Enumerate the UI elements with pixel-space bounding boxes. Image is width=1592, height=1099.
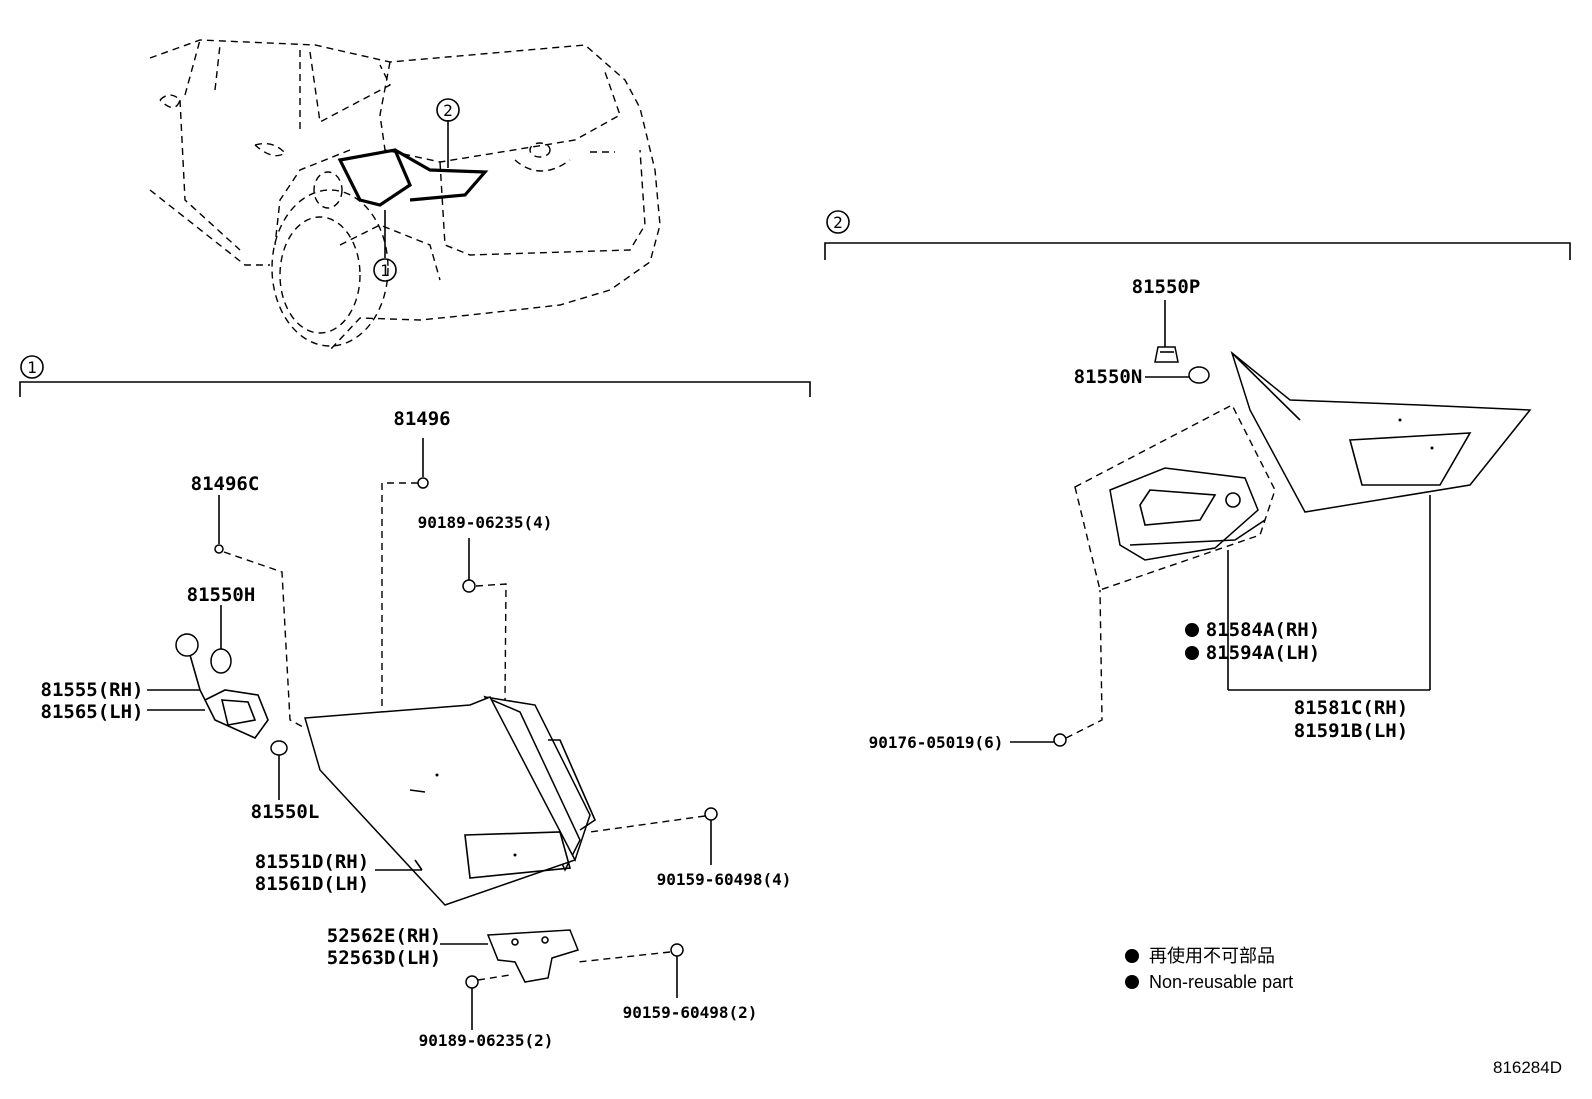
callout-2-car: 2 xyxy=(436,98,460,122)
section-2-number: 2 xyxy=(833,213,843,232)
label-52563d: 52563D(LH) xyxy=(327,947,441,969)
section-1-bracket xyxy=(19,381,811,397)
section-2-bracket xyxy=(824,242,1571,260)
label-90176: 90176-05019(6) xyxy=(869,733,1004,752)
nut-90189-4 xyxy=(462,579,476,593)
bulb-81550l xyxy=(270,740,288,756)
screw-81496 xyxy=(417,477,429,489)
label-81496: 81496 xyxy=(393,408,450,430)
label-81551d: 81551D(RH) xyxy=(255,851,369,873)
clip-81496c xyxy=(214,544,224,554)
legend: 再使用不可部品 Non-reusable part xyxy=(1125,946,1293,992)
non-reusable-marker-81594a xyxy=(1185,646,1199,660)
label-81565: 81565(LH) xyxy=(41,701,144,723)
label-81550p: 81550P xyxy=(1132,276,1201,298)
legend-marker-2 xyxy=(1125,975,1139,989)
label-81555: 81555(RH) xyxy=(41,679,144,701)
nut-90189-2 xyxy=(465,975,479,989)
nut-90159-4 xyxy=(704,807,718,821)
label-90159-4: 90159-60498(4) xyxy=(657,870,792,889)
socket-81550p xyxy=(1154,346,1179,363)
label-81550h: 81550H xyxy=(187,584,256,606)
socket-wire-81555 xyxy=(175,633,269,739)
non-reusable-marker-81584a xyxy=(1185,623,1199,637)
bracket-52562e xyxy=(486,929,579,983)
legend-line-1: 再使用不可部品 xyxy=(1149,946,1275,966)
vehicle-overview xyxy=(149,39,661,351)
label-81584a: 81584A(RH) xyxy=(1206,619,1320,641)
bulb-81550h xyxy=(210,648,232,674)
gasket-81584a xyxy=(1074,404,1276,591)
label-81594a: 81594A(LH) xyxy=(1206,642,1320,664)
label-81550l: 81550L xyxy=(251,801,320,823)
label-90159-2: 90159-60498(2) xyxy=(623,1003,758,1022)
legend-line-2: Non-reusable part xyxy=(1149,972,1293,992)
label-81561d: 81561D(LH) xyxy=(255,873,369,895)
label-90189-4: 90189-06235(4) xyxy=(418,513,553,532)
diagram-code: 816284D xyxy=(1493,1058,1562,1077)
legend-marker-1 xyxy=(1125,949,1139,963)
label-90189-2: 90189-06235(2) xyxy=(419,1031,554,1050)
section-2: 2 81550P 81550N xyxy=(824,210,1571,752)
label-81496c: 81496C xyxy=(191,473,260,495)
rear-combination-lamp-81551d xyxy=(304,695,597,906)
callout-1-car: 1 xyxy=(373,258,397,282)
section-1-number: 1 xyxy=(27,358,37,377)
label-81550n: 81550N xyxy=(1074,366,1143,388)
nut-90176 xyxy=(1053,733,1067,747)
bulb-81550n xyxy=(1188,366,1210,384)
rear-lamp-81581c xyxy=(1230,350,1532,513)
callout-1-text: 1 xyxy=(380,261,390,280)
nut-90159-2 xyxy=(670,943,684,957)
callout-2-text: 2 xyxy=(443,101,453,120)
label-81581c: 81581C(RH) xyxy=(1294,697,1408,719)
section-1: 1 81496 81496C 90189-06235(4) 81550H 815… xyxy=(19,355,811,1050)
label-52562e: 52562E(RH) xyxy=(327,925,441,947)
label-81591b: 81591B(LH) xyxy=(1294,720,1408,742)
